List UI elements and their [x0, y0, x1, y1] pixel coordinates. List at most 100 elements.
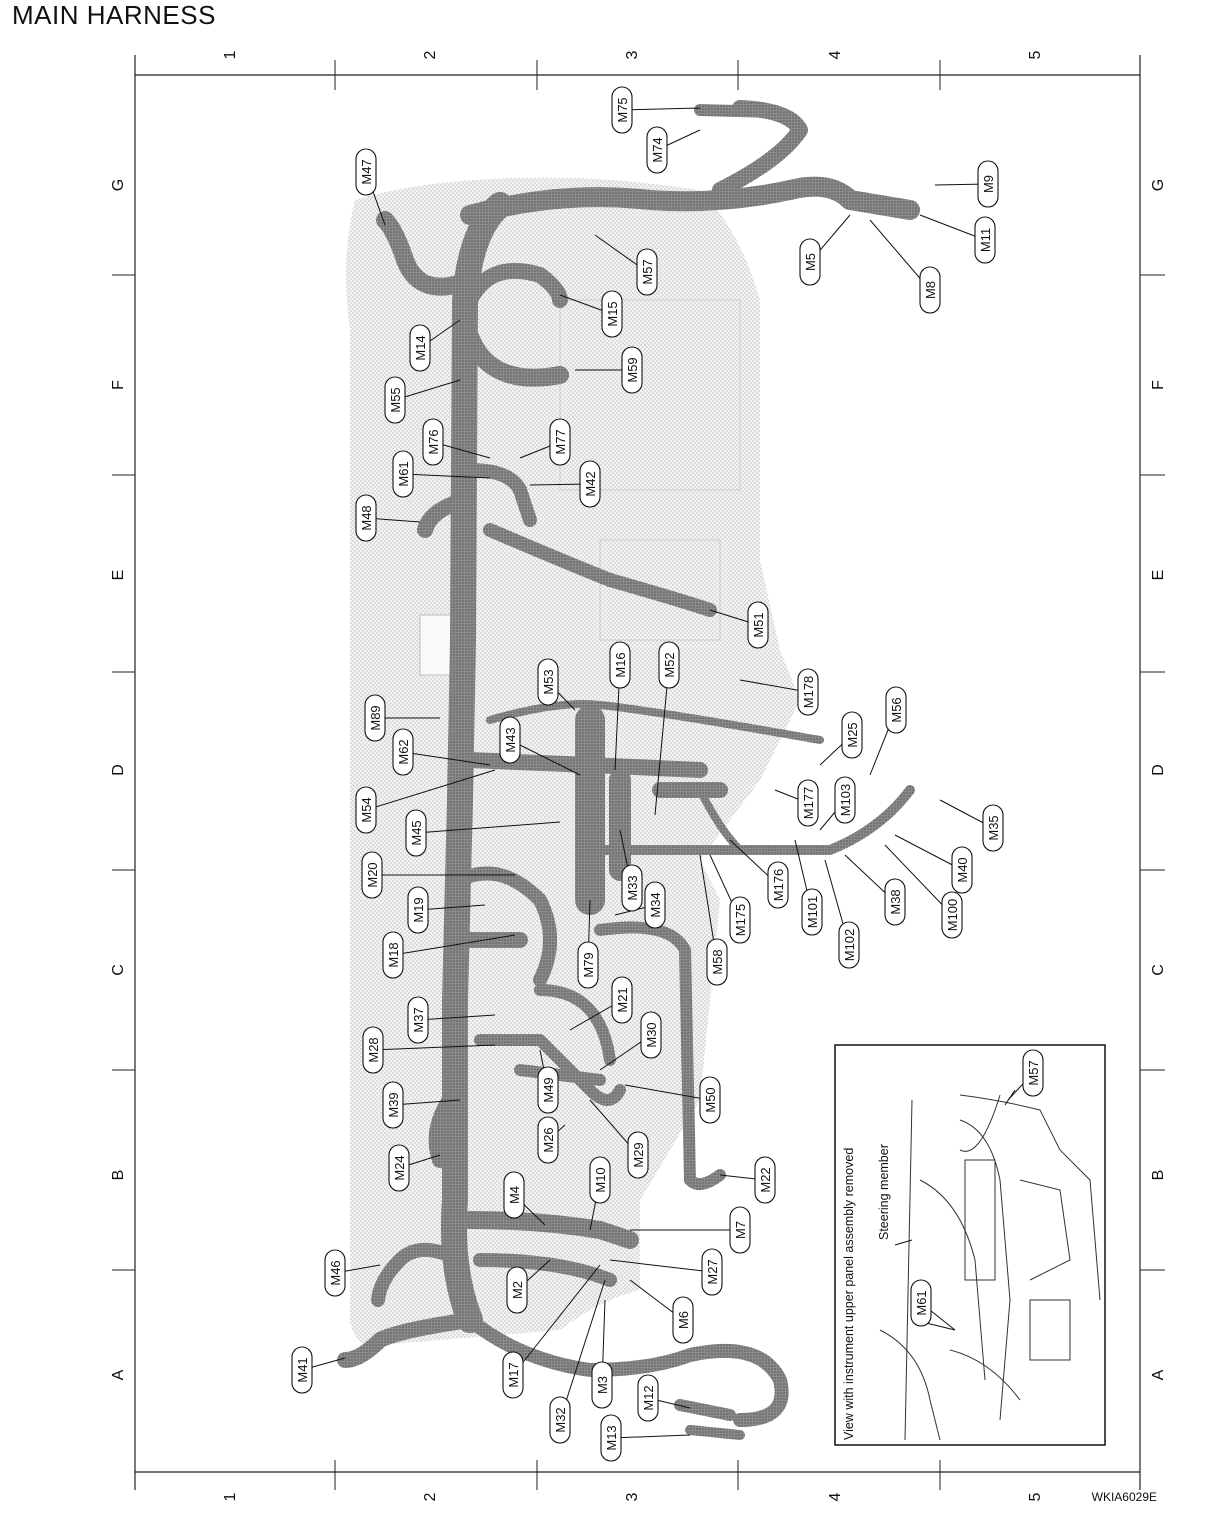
connector-m43: M43 [499, 716, 521, 764]
svg-text:M30: M30 [644, 1022, 659, 1047]
svg-text:M49: M49 [541, 1077, 556, 1102]
grid-row-label: A [110, 1369, 127, 1380]
svg-text:M75: M75 [615, 97, 630, 122]
grid-column-label: 4 [827, 1492, 844, 1501]
svg-text:M19: M19 [411, 897, 426, 922]
connector-m50: M50 [699, 1076, 721, 1124]
svg-text:M37: M37 [411, 1007, 426, 1032]
svg-text:M26: M26 [541, 1127, 556, 1152]
connector-m38: M38 [884, 878, 906, 926]
grid-row-label: E [110, 570, 127, 581]
connector-m39: M39 [382, 1081, 404, 1129]
svg-text:M178: M178 [801, 676, 816, 709]
connector-m62: M62 [392, 728, 414, 776]
connector-m29: M29 [627, 1131, 649, 1179]
grid-row-label: F [110, 380, 127, 390]
connector-m34: M34 [644, 881, 666, 929]
connector-m56: M56 [885, 686, 907, 734]
svg-text:M13: M13 [604, 1425, 619, 1450]
connector-m74: M74 [646, 126, 668, 174]
connector-m13: M13 [600, 1414, 622, 1462]
connector-m30: M30 [640, 1011, 662, 1059]
svg-text:M54: M54 [359, 797, 374, 822]
connector-m103: M103 [834, 776, 856, 824]
connector-m17: M17 [502, 1351, 524, 1399]
svg-text:M22: M22 [758, 1167, 773, 1192]
connector-m41: M41 [291, 1346, 313, 1394]
connector-m35: M35 [982, 804, 1004, 852]
connector-m48: M48 [355, 494, 377, 542]
connector-m89: M89 [364, 694, 386, 742]
connector-m14: M14 [409, 324, 431, 372]
svg-text:M32: M32 [553, 1407, 568, 1432]
connector-m40: M40 [951, 846, 973, 894]
grid-column-label: 5 [1027, 1492, 1044, 1501]
svg-text:M17: M17 [506, 1362, 521, 1387]
connector-m54: M54 [355, 786, 377, 834]
svg-text:M62: M62 [396, 739, 411, 764]
svg-text:M56: M56 [889, 697, 904, 722]
svg-text:M14: M14 [413, 335, 428, 360]
svg-text:M58: M58 [710, 949, 725, 974]
connector-m2: M2 [506, 1266, 528, 1314]
connector-m16: M16 [609, 641, 631, 689]
svg-text:M46: M46 [328, 1260, 343, 1285]
svg-text:M43: M43 [503, 727, 518, 752]
svg-text:M4: M4 [507, 1186, 522, 1204]
svg-text:M61: M61 [396, 461, 411, 486]
svg-text:M61: M61 [914, 1290, 929, 1315]
svg-text:M6: M6 [676, 1311, 691, 1329]
connector-m24: M24 [388, 1144, 410, 1192]
connector-m176: M176 [767, 861, 789, 909]
svg-text:M33: M33 [625, 875, 640, 900]
svg-text:M57: M57 [1026, 1060, 1041, 1085]
connector-m11: M11 [974, 216, 996, 264]
grid-row-label: G [110, 179, 127, 191]
connector-m46: M46 [324, 1249, 346, 1297]
connector-m20: M20 [361, 851, 383, 899]
connector-m53: M53 [537, 658, 559, 706]
svg-text:M28: M28 [366, 1037, 381, 1062]
connector-m61: M61 [910, 1279, 932, 1327]
svg-text:M50: M50 [703, 1087, 718, 1112]
svg-text:M20: M20 [365, 862, 380, 887]
connector-m9: M9 [977, 160, 999, 208]
svg-text:M53: M53 [541, 669, 556, 694]
grid-ticks [112, 60, 1165, 1490]
svg-text:M59: M59 [625, 357, 640, 382]
svg-text:M35: M35 [986, 815, 1001, 840]
grid-row-label: A [1150, 1369, 1167, 1380]
connector-m59: M59 [621, 346, 643, 394]
svg-text:M55: M55 [388, 387, 403, 412]
svg-text:M27: M27 [705, 1259, 720, 1284]
connector-m6: M6 [672, 1296, 694, 1344]
connector-m178: M178 [797, 668, 819, 716]
connector-m26: M26 [537, 1116, 559, 1164]
connector-m45: M45 [405, 809, 427, 857]
connector-m21: M21 [611, 976, 633, 1024]
svg-text:M89: M89 [368, 705, 383, 730]
svg-text:M79: M79 [581, 952, 596, 977]
grid-column-label: 2 [422, 1492, 439, 1501]
svg-text:M77: M77 [553, 429, 568, 454]
reference-code: WKIA6029E [1091, 1490, 1157, 1504]
connector-m75: M75 [611, 86, 633, 134]
svg-text:M5: M5 [803, 253, 818, 271]
connector-m37: M37 [407, 996, 429, 1044]
svg-text:M15: M15 [605, 301, 620, 326]
svg-text:M101: M101 [805, 896, 820, 929]
svg-text:M103: M103 [838, 784, 853, 817]
connector-m58: M58 [706, 938, 728, 986]
svg-text:M12: M12 [641, 1385, 656, 1410]
svg-text:M9: M9 [981, 175, 996, 193]
svg-text:M175: M175 [733, 904, 748, 937]
svg-text:M29: M29 [631, 1142, 646, 1167]
connector-m175: M175 [729, 896, 751, 944]
svg-text:M21: M21 [615, 987, 630, 1012]
grid-column-label: 3 [624, 1492, 641, 1501]
connector-m49: M49 [537, 1066, 559, 1114]
svg-text:M8: M8 [923, 281, 938, 299]
